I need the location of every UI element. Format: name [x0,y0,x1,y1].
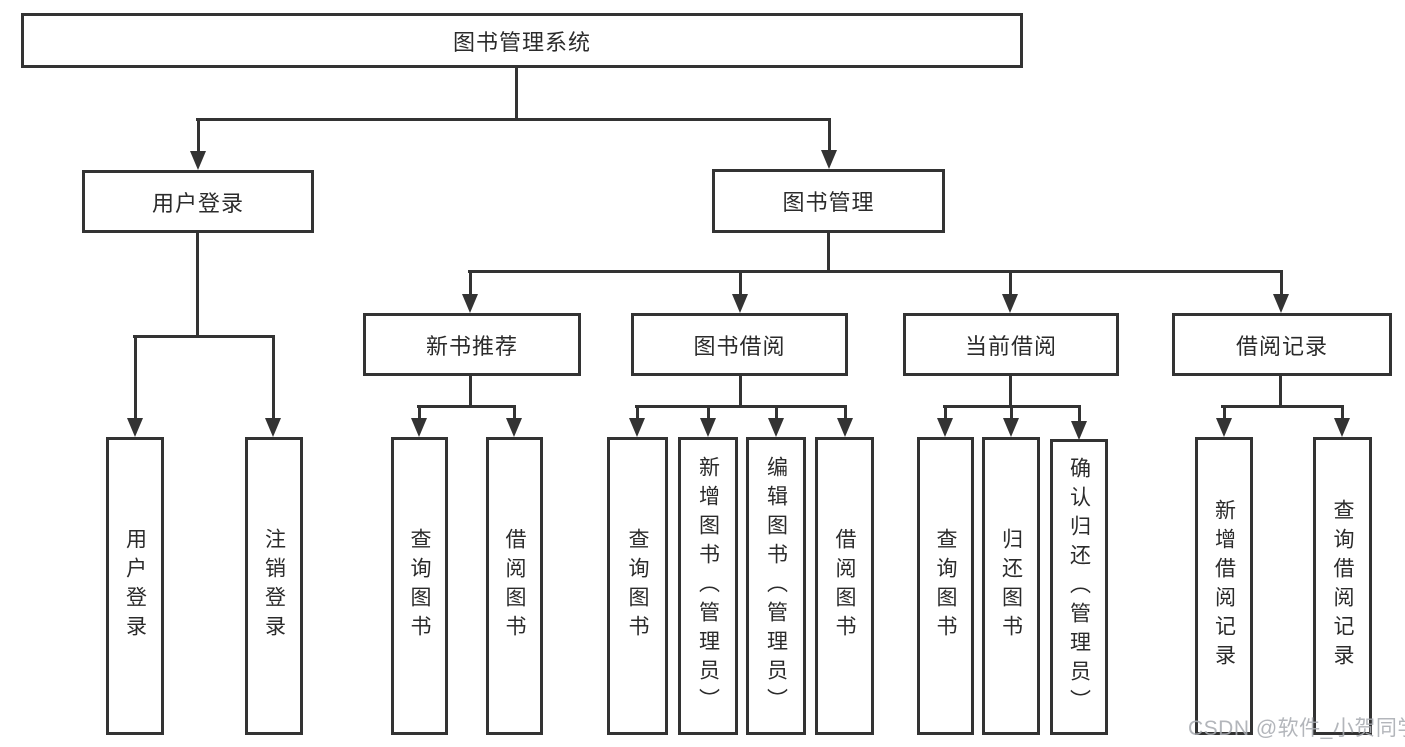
node-library-system: 图书管理系统 [21,13,1023,68]
connector-hline [417,405,516,408]
connector-arrow-stem [1010,405,1013,420]
arrow-down-icon [1216,418,1232,437]
arrow-down-icon [1334,418,1350,437]
connector-vline [827,233,830,270]
arrow-down-icon [411,418,427,437]
connector-vline [1009,376,1012,405]
connector-hline [1221,405,1344,408]
node-new-book-recommend: 新书推荐 [363,313,581,376]
watermark: CSDN @软件_小贺同学 [1188,717,1405,740]
leaf-borrow-books: 借阅图书 [815,437,874,735]
connector-hline [468,270,1282,273]
arrow-down-icon [1273,294,1289,313]
arrow-down-icon [821,150,837,169]
arrow-down-icon [937,418,953,437]
connector-arrow-stem [1078,405,1081,423]
node-borrow-records: 借阅记录 [1172,313,1392,376]
connector-arrow-stem [1341,405,1344,420]
connector-arrow-stem [197,118,200,153]
connector-vline [515,68,518,118]
arrow-down-icon [837,418,853,437]
connector-arrow-stem [739,270,742,296]
connector-arrow-stem [469,270,472,296]
leaf-query-books-borrow: 查询图书 [607,437,668,735]
leaf-borrow-books-recommend: 借阅图书 [486,437,543,735]
node-current-borrow: 当前借阅 [903,313,1119,376]
leaf-add-books-admin: 新增图书（管理员） [678,437,738,735]
arrow-down-icon [1003,418,1019,437]
connector-arrow-stem [134,335,137,420]
leaf-return-books: 归还图书 [982,437,1040,735]
connector-vline [739,376,742,405]
arrow-down-icon [265,418,281,437]
arrow-down-icon [768,418,784,437]
node-book-borrow: 图书借阅 [631,313,848,376]
leaf-edit-books-admin: 编辑图书（管理员） [746,437,806,735]
connector-hline [133,335,275,338]
arrow-down-icon [700,418,716,437]
arrow-down-icon [506,418,522,437]
node-book-management: 图书管理 [712,169,945,233]
connector-arrow-stem [828,118,831,152]
leaf-add-borrow-record: 新增借阅记录 [1195,437,1253,735]
connector-arrow-stem [272,335,275,420]
arrow-down-icon [732,294,748,313]
connector-arrow-stem [1280,270,1283,296]
leaf-query-books-current: 查询图书 [917,437,974,735]
leaf-logout: 注销登录 [245,437,303,735]
leaf-query-borrow-record: 查询借阅记录 [1313,437,1372,735]
leaf-user-login: 用户登录 [106,437,164,735]
connector-hline [635,405,846,408]
arrow-down-icon [629,418,645,437]
connector-hline [196,118,830,121]
connector-arrow-stem [513,405,516,420]
arrow-down-icon [190,151,206,170]
connector-vline [196,233,199,335]
connector-arrow-stem [1223,405,1226,420]
arrow-down-icon [462,294,478,313]
connector-arrow-stem [418,405,421,420]
leaf-confirm-return-admin: 确认归还（管理员） [1050,439,1108,735]
connector-vline [1279,376,1282,405]
connector-arrow-stem [775,405,778,420]
arrow-down-icon [1002,294,1018,313]
connector-arrow-stem [1009,270,1012,296]
leaf-query-books-recommend: 查询图书 [391,437,448,735]
node-user-login: 用户登录 [82,170,314,233]
connector-vline [469,376,472,405]
arrow-down-icon [127,418,143,437]
connector-arrow-stem [944,405,947,420]
connector-arrow-stem [707,405,710,420]
connector-arrow-stem [844,405,847,420]
arrow-down-icon [1071,421,1087,440]
connector-arrow-stem [636,405,639,420]
